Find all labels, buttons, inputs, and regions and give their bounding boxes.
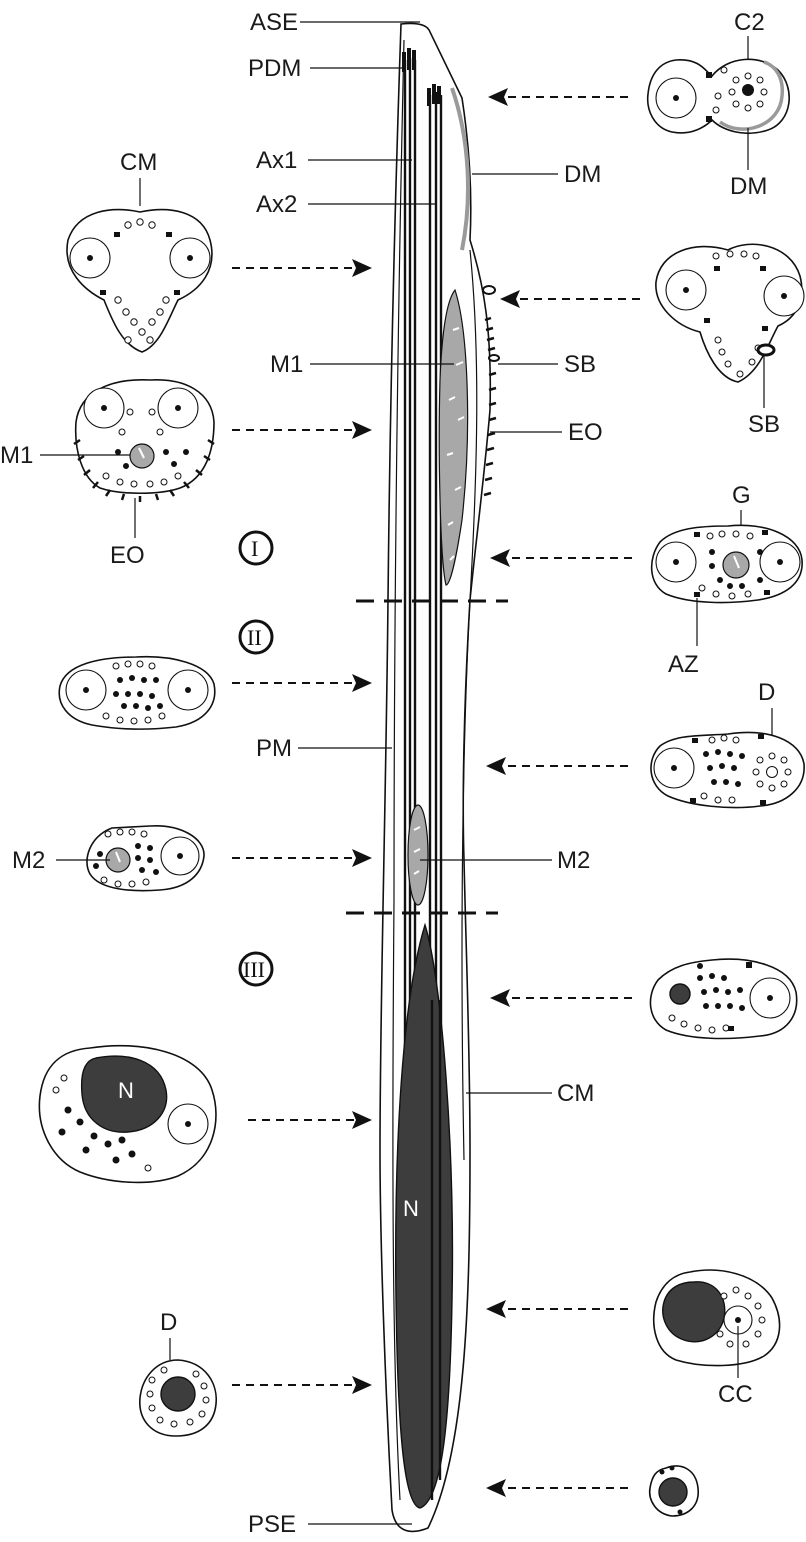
region-iii: III xyxy=(240,953,272,985)
arrow-left-4 xyxy=(486,757,628,775)
cross-section-m2: M2 xyxy=(12,826,204,891)
region-ii: II xyxy=(240,621,272,653)
label-m2-left: M2 xyxy=(12,847,45,874)
arrow-right-1 xyxy=(232,259,372,277)
label-n-left: N xyxy=(118,1078,134,1103)
arrow-left-2 xyxy=(500,290,640,308)
cross-section-c2-dm: C2 DM xyxy=(648,9,789,200)
svg-text:I: I xyxy=(251,536,258,561)
cross-section-cc: CC xyxy=(654,1270,780,1408)
spine-body-2 xyxy=(489,355,499,361)
arrow-right-3 xyxy=(232,674,372,692)
label-c2: C2 xyxy=(734,9,765,36)
label-dm-right: DM xyxy=(730,173,767,200)
arrow-right-2 xyxy=(232,421,372,439)
cross-section-region-ii xyxy=(59,657,215,729)
cross-section-g-az: G AZ xyxy=(652,482,803,678)
label-d-right: D xyxy=(758,679,775,706)
label-ax1: Ax1 xyxy=(256,147,297,174)
cross-section-terminal xyxy=(650,1466,699,1517)
label-pdm: PDM xyxy=(248,55,301,82)
label-m2: M2 xyxy=(557,847,590,874)
arrow-left-5 xyxy=(490,989,632,1007)
arrow-left-7 xyxy=(486,1479,628,1497)
label-m1: M1 xyxy=(270,351,303,378)
label-cm-central: CM xyxy=(557,1080,594,1107)
label-eo-left: EO xyxy=(110,542,145,569)
label-cm: CM xyxy=(120,149,157,176)
label-ase: ASE xyxy=(250,9,298,36)
arrow-left-6 xyxy=(486,1300,628,1318)
label-d-left: D xyxy=(160,1309,177,1336)
label-pm: PM xyxy=(256,735,292,762)
arrow-right-4 xyxy=(232,849,372,867)
cross-section-m1-eo: M1 EO xyxy=(0,380,214,569)
cross-section-nucleus: N xyxy=(39,1046,216,1183)
arrow-right-6 xyxy=(232,1376,372,1394)
cross-section-region-iii-right xyxy=(650,959,796,1038)
sperm-longitudinal-section xyxy=(346,23,508,1531)
spine-body xyxy=(483,286,495,294)
cross-section-d-right: D xyxy=(651,679,804,808)
region-i: I xyxy=(240,532,272,564)
label-sb-right: SB xyxy=(748,411,780,438)
label-dm: DM xyxy=(564,161,601,188)
svg-text:III: III xyxy=(243,957,265,982)
label-sb: SB xyxy=(564,351,596,378)
label-n-central: N xyxy=(403,1196,419,1221)
label-pse: PSE xyxy=(248,1511,296,1538)
cross-section-d-left: D xyxy=(140,1309,216,1436)
arrow-right-5 xyxy=(248,1111,372,1129)
cross-section-cm: CM xyxy=(67,149,212,352)
cross-section-sb: SB xyxy=(656,244,804,438)
arrow-left-3 xyxy=(490,549,632,567)
arrow-left-1 xyxy=(488,88,628,106)
mitochondrion-m2 xyxy=(408,805,428,905)
label-eo: EO xyxy=(568,419,603,446)
label-ax2: Ax2 xyxy=(256,191,297,218)
label-az: AZ xyxy=(668,651,699,678)
svg-text:II: II xyxy=(247,625,262,650)
label-m1-left: M1 xyxy=(0,442,33,469)
label-g: G xyxy=(732,482,751,509)
label-cc: CC xyxy=(718,1381,753,1408)
